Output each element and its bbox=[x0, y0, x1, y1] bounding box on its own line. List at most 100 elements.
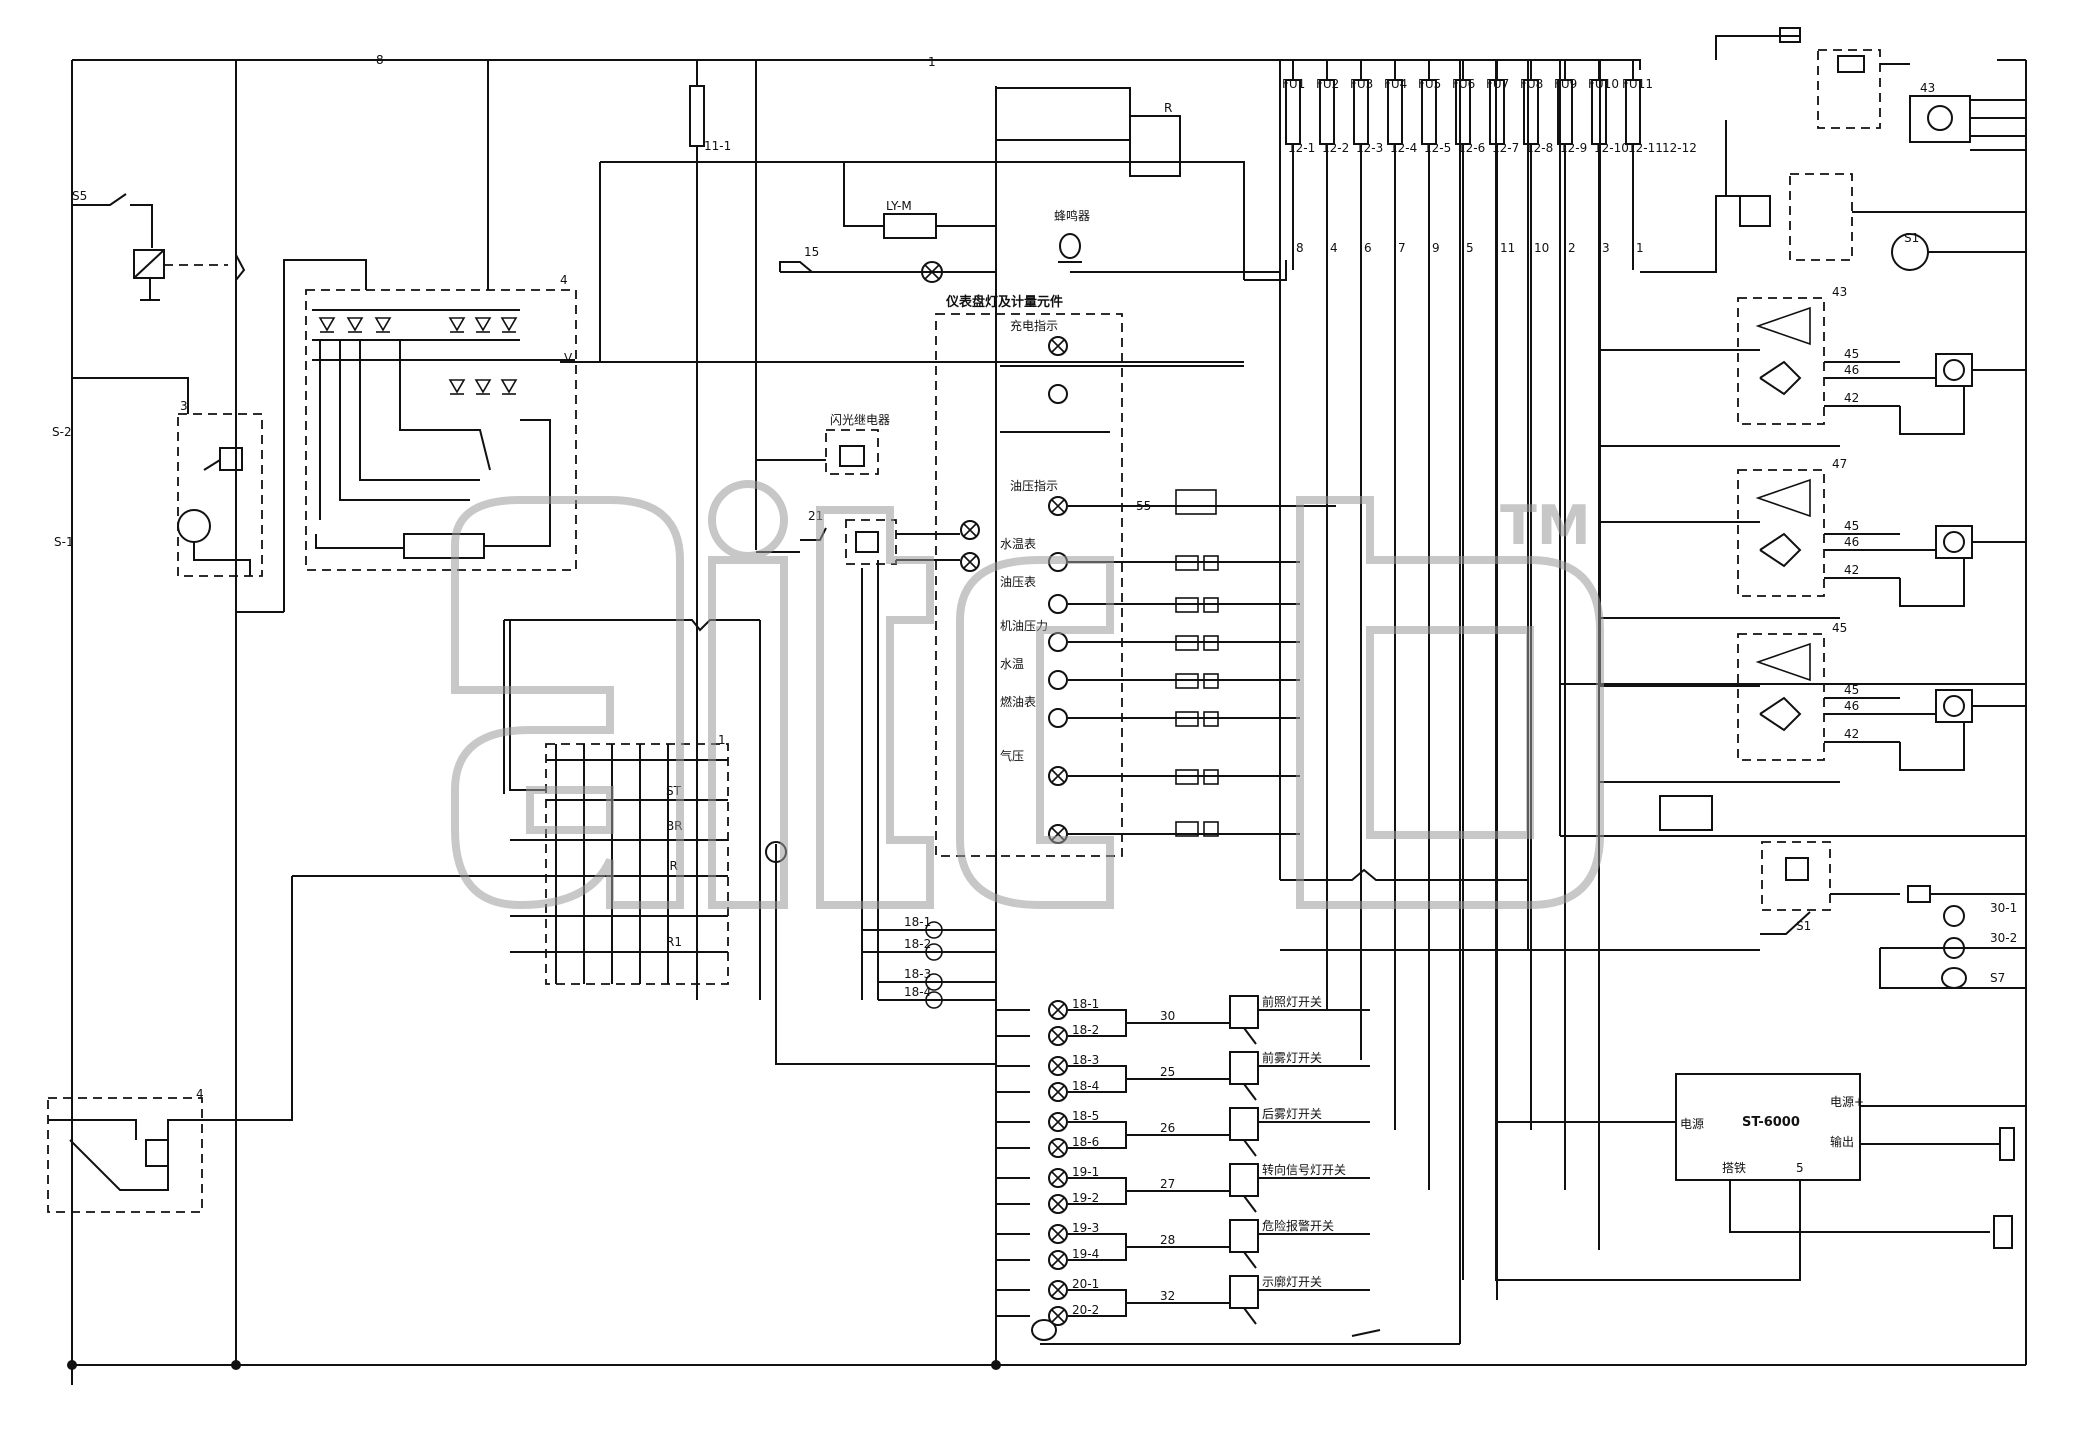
lamp-right-label-2: 18-4 bbox=[1072, 1079, 1099, 1093]
switch-body bbox=[1229, 1051, 1259, 1085]
fuse-label-7: FU7 bbox=[1486, 77, 1509, 91]
svg-text:30-2: 30-2 bbox=[1990, 931, 2017, 945]
lamp bbox=[1048, 1056, 1068, 1076]
svg-text:3: 3 bbox=[180, 399, 188, 413]
rail-label-s2: S-2 bbox=[52, 425, 72, 439]
top-bus-label-left: 8 bbox=[376, 53, 384, 67]
sensor-connector bbox=[1935, 353, 1973, 387]
bus-number-5: 9 bbox=[1432, 241, 1440, 255]
sensor-element bbox=[1943, 695, 1965, 717]
svg-text:18-4: 18-4 bbox=[904, 985, 931, 999]
sensor-triangle bbox=[1755, 306, 1811, 346]
lamp-cross bbox=[1051, 1197, 1065, 1211]
lamp-left-label-6: 20-1 bbox=[1072, 1277, 1099, 1291]
switch-body bbox=[1229, 1219, 1259, 1253]
svg-text:S1: S1 bbox=[1796, 919, 1811, 933]
lamp-left-label-4: 19-1 bbox=[1072, 1165, 1099, 1179]
sensor-return bbox=[1899, 386, 1965, 435]
lamp bbox=[1048, 1082, 1068, 1102]
sensor-group-label-1: 43 bbox=[1832, 285, 1847, 299]
switch-label-2: 前雾灯开关 bbox=[1262, 1050, 1322, 1065]
generator-block: 3 bbox=[72, 377, 263, 577]
lamp bbox=[1048, 1250, 1068, 1270]
bus-number-9: 2 bbox=[1568, 241, 1576, 255]
fuse-label-3: FU3 bbox=[1350, 77, 1373, 91]
svg-text:S1: S1 bbox=[1904, 231, 1919, 245]
sensor-group-label-3: 45 bbox=[1832, 621, 1847, 635]
lamp-left-label-1: 18-1 bbox=[1072, 997, 1099, 1011]
controller-right-label-0: 电源+ bbox=[1830, 1095, 1864, 1109]
switch-lever bbox=[1243, 1195, 1257, 1213]
sensor-terminal-label: 46 bbox=[1844, 535, 1859, 549]
flasher-relay: 闪光继电器 21 bbox=[756, 413, 960, 565]
switch-label-4: 转向信号灯开关 bbox=[1262, 1162, 1346, 1177]
bus-number-11: 1 bbox=[1636, 241, 1644, 255]
fuse-output-4: 12-4 bbox=[1390, 141, 1417, 155]
rail-label-s1: S-1 bbox=[54, 535, 74, 549]
watermark: TM bbox=[451, 480, 1604, 910]
lamp bbox=[1048, 1280, 1068, 1300]
controller-left-label: 电源 bbox=[1680, 1117, 1704, 1131]
switch-lever bbox=[1243, 1027, 1257, 1045]
lamp-right-label-5: 19-4 bbox=[1072, 1247, 1099, 1261]
sensor-terminal-label: 46 bbox=[1844, 699, 1859, 713]
sensor-connector bbox=[1935, 689, 1973, 723]
switch-lever bbox=[1243, 1307, 1257, 1325]
fuse-output-7: 12-7 bbox=[1492, 141, 1519, 155]
sensor-terminal-label: 45 bbox=[1844, 347, 1859, 361]
lamp-cross bbox=[1051, 1029, 1065, 1043]
lamp-cross bbox=[1051, 1227, 1065, 1241]
svg-text:4: 4 bbox=[196, 1087, 204, 1101]
sensor-triangle bbox=[1755, 478, 1811, 518]
lamp-cross bbox=[1051, 1059, 1065, 1073]
lamp-right-label-1: 18-2 bbox=[1072, 1023, 1099, 1037]
fuse-output-5: 12-5 bbox=[1424, 141, 1451, 155]
lamp bbox=[1048, 1306, 1068, 1326]
svg-text:V: V bbox=[564, 351, 573, 365]
lamp-wire-label-3: 26 bbox=[1160, 1121, 1175, 1135]
switch-body bbox=[1229, 995, 1259, 1029]
svg-text:1: 1 bbox=[718, 733, 726, 747]
fuse-output-10: 12-10 bbox=[1594, 141, 1629, 155]
indicator-label-5: 水温 bbox=[1000, 657, 1024, 671]
sensor-return bbox=[1899, 558, 1965, 607]
indicator-label-7: 气压 bbox=[1000, 748, 1024, 763]
sensor-diamond bbox=[1759, 696, 1802, 732]
instrument-panel-title: 仪表盘灯及计量元件 bbox=[945, 294, 1063, 310]
lamp bbox=[1048, 1026, 1068, 1046]
fuse-label-5: FU5 bbox=[1418, 77, 1441, 91]
lamp bbox=[1048, 1194, 1068, 1214]
fuse-label-10: FU10 bbox=[1588, 77, 1619, 91]
fuse-label-2: FU2 bbox=[1316, 77, 1339, 91]
lamp-cross bbox=[1051, 1141, 1065, 1155]
switch-lever bbox=[1243, 1083, 1257, 1101]
sensor-group-label-2: 47 bbox=[1832, 457, 1847, 471]
svg-text:18-2: 18-2 bbox=[904, 937, 931, 951]
controller-bottom-label-0: 搭铁 bbox=[1722, 1161, 1746, 1175]
starter-block: 4 bbox=[47, 1087, 236, 1213]
lamp-cross bbox=[1051, 1003, 1065, 1017]
sensor-connector bbox=[1935, 525, 1973, 559]
switch-label-5: 危险报警开关 bbox=[1262, 1218, 1334, 1233]
fuse-label-8: FU8 bbox=[1520, 77, 1543, 91]
bus-number-3: 6 bbox=[1364, 241, 1372, 255]
indicator-label-2: 水温表 bbox=[1000, 537, 1036, 551]
bus-number-7: 11 bbox=[1500, 241, 1515, 255]
svg-text:闪光继电器: 闪光继电器 bbox=[830, 413, 890, 427]
switch-label-6: 示廓灯开关 bbox=[1262, 1274, 1322, 1289]
fuse-label-9: FU9 bbox=[1554, 77, 1577, 91]
sensor-diamond bbox=[1759, 532, 1802, 568]
lamp-right-label-3: 18-6 bbox=[1072, 1135, 1099, 1149]
lamp-left-label-2: 18-3 bbox=[1072, 1053, 1099, 1067]
svg-text:R1: R1 bbox=[666, 935, 682, 949]
sensor-diamond bbox=[1759, 360, 1802, 396]
lamp-cross bbox=[1051, 1115, 1065, 1129]
svg-text:R: R bbox=[1164, 101, 1172, 115]
lamp-wire-label-2: 25 bbox=[1160, 1065, 1175, 1079]
lamp-left-label-3: 18-5 bbox=[1072, 1109, 1099, 1123]
lamp-cross bbox=[1051, 1283, 1065, 1297]
fuse-output-12: 12-12 bbox=[1662, 141, 1697, 155]
controller-right-label-1: 输出 bbox=[1830, 1134, 1854, 1149]
